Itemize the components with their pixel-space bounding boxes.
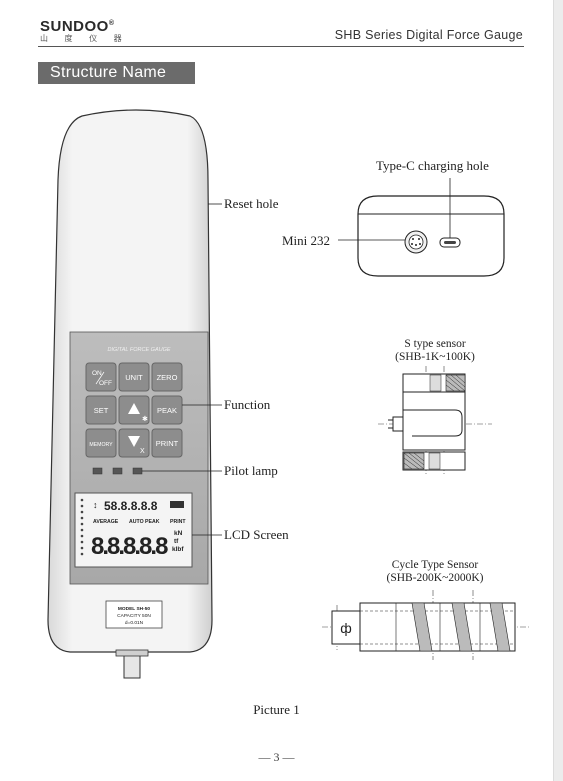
pilot-lamp-label: Pilot lamp (224, 463, 278, 478)
phi-symbol: ф (340, 620, 352, 636)
set-button[interactable] (85, 395, 117, 425)
print-button[interactable] (151, 428, 183, 458)
header-divider (38, 46, 524, 47)
down-arrow-icon (128, 436, 140, 447)
mini-232-pins (411, 238, 421, 246)
mini-232-label: Mini 232 (282, 233, 331, 248)
vertical-scrollbar[interactable] (553, 0, 563, 781)
gauge-shaft-base (115, 649, 149, 657)
resolution-text: d=0.01N (125, 620, 144, 626)
lcd-screen-label: LCD Screen (224, 527, 289, 542)
zero-button[interactable] (151, 362, 183, 392)
x-icon: X (140, 448, 145, 455)
model-text: MODEL SH-50 (118, 606, 150, 612)
cycle-sensor-range: (SHB-200K~2000K) (386, 572, 484, 584)
reset-hole-label: Reset hole (224, 196, 279, 211)
lcd-print: PRINT (170, 519, 186, 525)
pilot-lamp-1 (92, 467, 103, 475)
s-type-sensor-drawing (378, 366, 492, 476)
peak-label: PEAK (157, 406, 177, 415)
off-label: OFF (99, 380, 112, 387)
s-type-sensor-range: (SHB-1K~100K) (395, 351, 475, 363)
function-label: Function (224, 397, 271, 412)
lcd-unit-tf: tf (174, 538, 179, 545)
brand-name: SUNDOO (40, 18, 109, 35)
gauge-top-view (357, 195, 505, 277)
brand-subtitle: 山 度 仪 器 (40, 34, 129, 43)
on-label: ON (92, 370, 102, 377)
s-type-sensor-label: S type sensor (404, 338, 466, 350)
cycle-type-sensor-drawing: ф (322, 590, 530, 660)
lcd-main-digits: 8.8.8.8.8 (91, 533, 168, 560)
zero-label: ZERO (157, 373, 178, 382)
type-c-label: Type-C charging hole (376, 158, 489, 173)
model-label-plate (105, 600, 163, 629)
lcd-unit-klbf: klbf (172, 546, 184, 553)
lcd-average: AVERAGE (93, 519, 119, 525)
lcd-unit-kn: kN (174, 530, 183, 537)
lcd-indicator-dots (80, 498, 84, 556)
unit-label: UNIT (125, 373, 143, 382)
document-title: SHB Series Digital Force Gauge (334, 28, 523, 42)
section-title: Structure Name (38, 62, 195, 84)
print-label: PRINT (156, 439, 179, 448)
peak-button[interactable] (151, 395, 183, 425)
lcd-arrow-icon: ↕ (93, 500, 98, 510)
page-number: — 3 — (258, 750, 295, 764)
sun-icon: ✱ (142, 415, 148, 423)
unit-button[interactable] (118, 362, 150, 392)
figure-caption: Picture 1 (253, 702, 300, 717)
on-off-slash (95, 371, 105, 385)
lcd-auto-peak: AUTO PEAK (129, 519, 160, 525)
pilot-lamp-2 (112, 467, 123, 475)
up-arrow-icon (128, 403, 140, 414)
cycle-sensor-label: Cycle Type Sensor (391, 559, 479, 571)
battery-icon (170, 501, 184, 508)
set-label: SET (94, 406, 109, 415)
memory-button[interactable] (85, 428, 117, 458)
lcd-top-digits: 58.8.8.8.8 (104, 499, 158, 513)
brand-logo: SUNDOO® (40, 18, 115, 35)
registered-mark: ® (108, 20, 115, 27)
capacity-text: CAPACITY 50N (117, 613, 151, 619)
memory-label: MEMORY (89, 442, 113, 448)
pilot-lamp-3 (132, 467, 143, 475)
panel-title: DIGITAL FORCE GAUGE (107, 347, 170, 353)
